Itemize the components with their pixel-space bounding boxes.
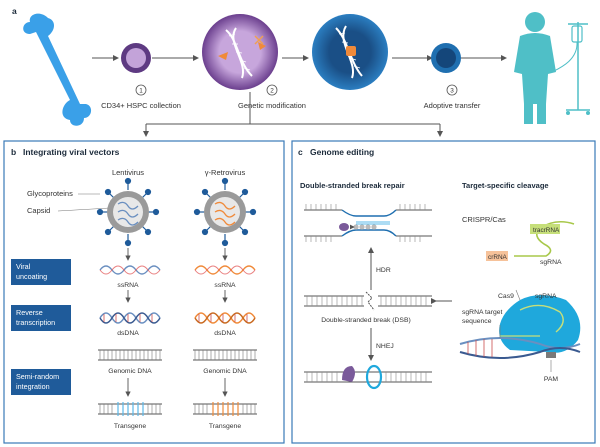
stage-box-viral-uncoating: Viral uncoating xyxy=(11,259,71,285)
lenti-ssrna-label: ssRNA xyxy=(117,282,139,289)
capsid-label: Capsid xyxy=(27,206,50,215)
cas9-pointer xyxy=(515,289,521,301)
lentivirus-label: Lentivirus xyxy=(112,168,144,177)
lentivirus-ssrna xyxy=(99,265,161,275)
lentivirus-particle-icon xyxy=(96,177,160,247)
patient-icon xyxy=(514,12,556,124)
lentivirus-dsdna xyxy=(99,312,161,324)
bone-icon xyxy=(23,13,92,126)
step-3-circle xyxy=(446,84,458,96)
stage-box-reverse-transcription: Reverse transcription xyxy=(11,305,71,331)
crrna-label: crRNA xyxy=(488,254,508,261)
step-3-number: 3 xyxy=(450,88,454,95)
tracrrna-label: tracrRNA xyxy=(533,227,560,234)
sgrna-target-label-line1: sgRNA target xyxy=(462,309,503,316)
retro-genomic-dna-label: Genomic DNA xyxy=(203,368,247,375)
sgrna-label-2: sgRNA xyxy=(535,293,557,300)
svg-text:Semi-random: Semi-random xyxy=(16,372,59,381)
svg-text:Viral: Viral xyxy=(16,262,31,271)
step-2-number: 2 xyxy=(270,88,274,95)
dsb-label: Double-stranded break (DSB) xyxy=(321,317,411,324)
step-1-label: CD34+ HSPC collection xyxy=(101,101,181,110)
step-1-number: 1 xyxy=(139,88,143,95)
genetic-modification-cell-icon xyxy=(202,14,278,90)
lenti-genomic-dna xyxy=(98,349,162,361)
lenti-transgene-label: Transgene xyxy=(114,423,146,430)
hdr-repair-dna xyxy=(304,204,432,242)
retrovirus-particle-icon xyxy=(193,177,257,247)
retro-transgene-label: Transgene xyxy=(209,423,241,430)
edited-cell-icon xyxy=(312,14,388,90)
stage-box-semi-random-integration: Semi-random integration xyxy=(11,369,71,395)
lenti-genomic-dna-label: Genomic DNA xyxy=(108,368,152,375)
step-3-label: Adoptive transfer xyxy=(424,101,481,110)
svg-text:Reverse: Reverse xyxy=(16,308,43,317)
retro-dsdna-label: dsDNA xyxy=(214,330,236,337)
panel-c-frame xyxy=(291,140,596,444)
hdr-label: HDR xyxy=(376,267,391,274)
retrovirus-label: γ-Retrovirus xyxy=(205,168,246,177)
svg-text:uncoating: uncoating xyxy=(16,272,47,281)
step-2-circle xyxy=(266,84,278,96)
sgrna-label-1: sgRNA xyxy=(540,259,562,266)
panel-b-title: Integrating viral vectors xyxy=(23,147,120,157)
dsb-dna xyxy=(304,291,432,311)
target-cleavage-title: Target-specific cleavage xyxy=(462,181,549,190)
retro-ssrna-label: ssRNA xyxy=(214,282,236,289)
step-1-circle xyxy=(135,84,147,96)
panel-c-letter: c xyxy=(298,147,303,157)
step-2-label: Genetic modification xyxy=(238,101,306,110)
iv-stand-icon xyxy=(551,22,590,115)
panel-b-letter: b xyxy=(11,147,16,157)
lenti-transgene-dna xyxy=(98,402,162,416)
svg-text:transcription: transcription xyxy=(16,318,55,327)
branch-arrows xyxy=(143,92,443,137)
panel-b-flow-arrows xyxy=(125,248,228,397)
lenti-dsdna-label: dsDNA xyxy=(117,330,139,337)
hspc-cell-icon xyxy=(121,43,151,73)
retrovirus-ssrna xyxy=(194,265,256,275)
cas9-label: Cas9 xyxy=(498,293,514,300)
retrovirus-dsdna xyxy=(194,312,256,324)
modified-cell-icon xyxy=(431,43,461,73)
cas9-complex-icon xyxy=(459,295,581,359)
retro-transgene-dna xyxy=(193,402,257,416)
retro-genomic-dna xyxy=(193,349,257,361)
panel-b-frame xyxy=(3,140,285,444)
capsid-pointer xyxy=(57,207,111,212)
panel-c-title: Genome editing xyxy=(310,147,374,157)
dsb-repair-title: Double-stranded break repair xyxy=(300,181,405,190)
panel-a-letter: a xyxy=(12,6,17,16)
tracrrna-crrna-icon xyxy=(486,220,575,261)
nhej-repair-dna xyxy=(304,364,432,390)
svg-text:integration: integration xyxy=(16,382,50,391)
nhej-label: NHEJ xyxy=(376,343,394,350)
pam-label: PAM xyxy=(544,376,559,383)
crispr-label: CRISPR/Cas xyxy=(462,215,506,224)
glycoproteins-label: Glycoproteins xyxy=(27,189,73,198)
sgrna-target-label-line2: sequence xyxy=(462,318,492,325)
